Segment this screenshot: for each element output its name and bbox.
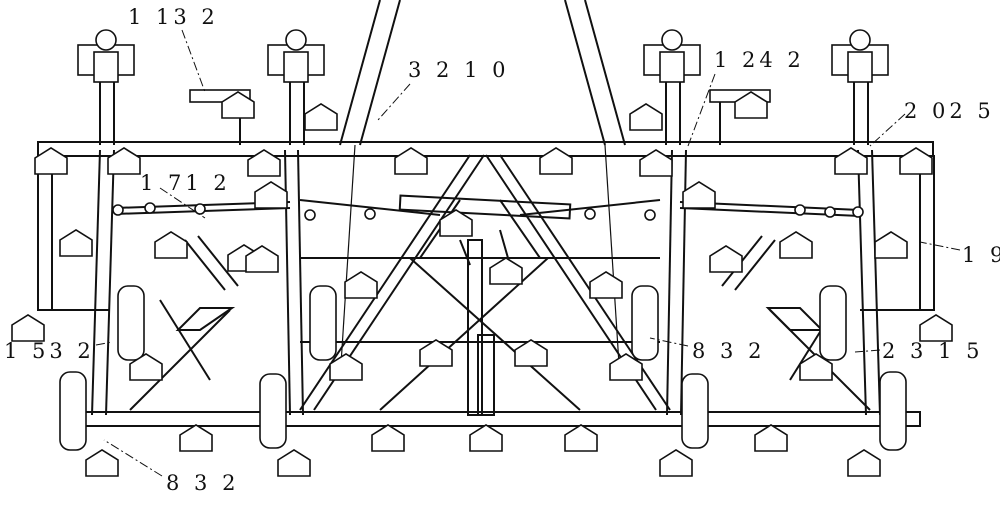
tine-marker — [59, 229, 93, 257]
tine-marker — [247, 149, 281, 177]
label-2025: 2 02 5 — [904, 99, 995, 123]
tine-markers — [11, 91, 953, 477]
tine-marker — [799, 353, 833, 381]
tine-marker — [539, 147, 573, 175]
label-1242: 1 24 2 — [714, 48, 805, 72]
hitch-unit-1 — [77, 29, 135, 145]
tine-marker — [85, 449, 119, 477]
tine-marker — [277, 449, 311, 477]
linkage-rods — [112, 194, 864, 291]
tine-marker — [254, 181, 288, 209]
tine-marker — [34, 147, 68, 175]
label-19: 1 9 — [962, 243, 1000, 267]
tine-marker — [179, 424, 213, 452]
hitch-unit-2 — [267, 29, 325, 145]
wheels — [59, 285, 907, 451]
label-3210: 3 2 1 0 — [408, 58, 509, 82]
tine-marker — [344, 271, 378, 299]
tine-marker — [779, 231, 813, 259]
tine-marker — [847, 449, 881, 477]
tine-marker — [682, 181, 716, 209]
tine-marker — [107, 147, 141, 175]
leader-lines — [95, 29, 961, 477]
label-1132: 1 13 2 — [128, 5, 219, 29]
tine-marker — [639, 149, 673, 177]
tine-marker — [834, 147, 868, 175]
hitch-unit-3 — [643, 29, 701, 145]
tine-marker — [154, 231, 188, 259]
tine-marker — [899, 147, 933, 175]
tine-marker — [371, 424, 405, 452]
tine-marker — [874, 231, 908, 259]
tine-marker — [469, 424, 503, 452]
tine-marker — [129, 353, 163, 381]
tine-marker — [394, 147, 428, 175]
top-hitch-units — [77, 29, 889, 145]
tine-marker — [489, 257, 523, 285]
label-1712: 1 71 2 — [140, 171, 231, 195]
tine-marker — [629, 103, 663, 131]
reference-labels: 1 13 2 3 2 1 0 1 24 2 2 02 5 1 71 2 1 9 … — [4, 5, 1000, 495]
tine-marker — [304, 103, 338, 131]
tine-marker — [419, 339, 453, 367]
tine-marker — [11, 314, 45, 342]
tine-marker — [754, 424, 788, 452]
tine-marker — [245, 245, 279, 273]
tine-marker — [514, 339, 548, 367]
label-832-center: 8 3 2 — [692, 339, 765, 363]
tine-marker — [329, 353, 363, 381]
tine-marker — [439, 209, 473, 237]
hitch-unit-4 — [831, 29, 889, 145]
tine-marker — [734, 91, 768, 119]
tine-marker — [221, 91, 255, 119]
tine-marker — [709, 245, 743, 273]
tine-marker — [609, 353, 643, 381]
tine-marker — [589, 271, 623, 299]
label-832-bottom: 8 3 2 — [166, 471, 239, 495]
label-1532: 1 53 2 — [4, 339, 95, 363]
tine-marker — [919, 314, 953, 342]
tine-marker — [564, 424, 598, 452]
tine-marker — [659, 449, 693, 477]
label-2315: 2 3 1 5 — [882, 339, 983, 363]
